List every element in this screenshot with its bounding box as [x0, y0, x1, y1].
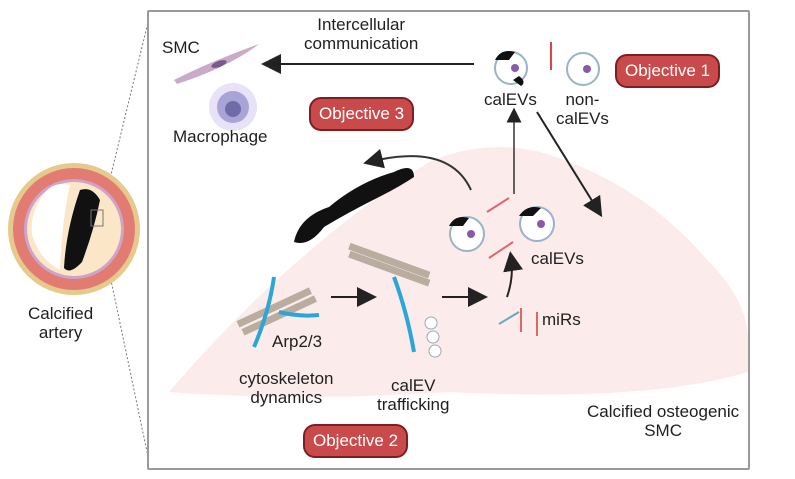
objective-2-badge: Objective 2 [303, 424, 409, 458]
arrow-curved-to-crystal [363, 148, 472, 191]
calev-icon-mid-2 [519, 206, 555, 242]
non-calevs-label: non- calEVs [556, 90, 609, 128]
smc-nucleus-icon [211, 60, 227, 68]
objective-1-badge: Objective 1 [615, 54, 721, 88]
calevs-label-mid: calEVs [531, 249, 584, 268]
artery-label-text: Calcified artery [28, 304, 94, 342]
osteogenic-smc-label: Calcified osteogenic SMC [587, 402, 740, 440]
mir-icon-1 [486, 197, 510, 213]
calev-icon-mid-1 [449, 216, 485, 252]
actin-branch-icon [278, 310, 320, 318]
vesicle-icon-3 [428, 344, 442, 358]
actin-filament-icon-1 [252, 276, 276, 348]
calevs-label-top: calEVs [484, 90, 537, 109]
calcified-artery-icon [8, 163, 140, 295]
calcium-crystal-icon [294, 168, 414, 243]
arp23-label: Arp2/3 [272, 332, 323, 351]
main-panel: SMC Macrophage Intercellular communicati… [147, 10, 750, 470]
macrophage-label: Macrophage [173, 127, 268, 146]
mirs-label: miRs [542, 310, 581, 329]
calev-icon-top [494, 51, 528, 86]
arrow-mirs-to-calevs [503, 251, 523, 298]
artery-label: Calcified artery [28, 304, 93, 342]
vesicle-icon-1 [424, 316, 438, 330]
mir-icon-3 [498, 311, 520, 325]
non-calev-icon [566, 52, 600, 86]
mir-icon-2 [488, 241, 514, 259]
osteogenic-cell-shape [169, 147, 748, 397]
intercellular-label: Intercellular communication [304, 15, 419, 53]
objective-3-badge: Objective 3 [309, 97, 415, 131]
main-panel-svg [169, 42, 748, 397]
smc-label: SMC [162, 38, 200, 57]
vesicle-icon-2 [426, 330, 440, 344]
cytoskeleton-label: cytoskeleton dynamics [239, 369, 334, 407]
trafficking-label: calEV trafficking [377, 376, 450, 414]
microtubule-icon-2 [348, 242, 431, 287]
macrophage-nucleus [225, 101, 241, 117]
arrow-to-cell [536, 111, 603, 218]
actin-filament-icon-2 [392, 276, 416, 353]
zoom-line-top [99, 13, 151, 221]
